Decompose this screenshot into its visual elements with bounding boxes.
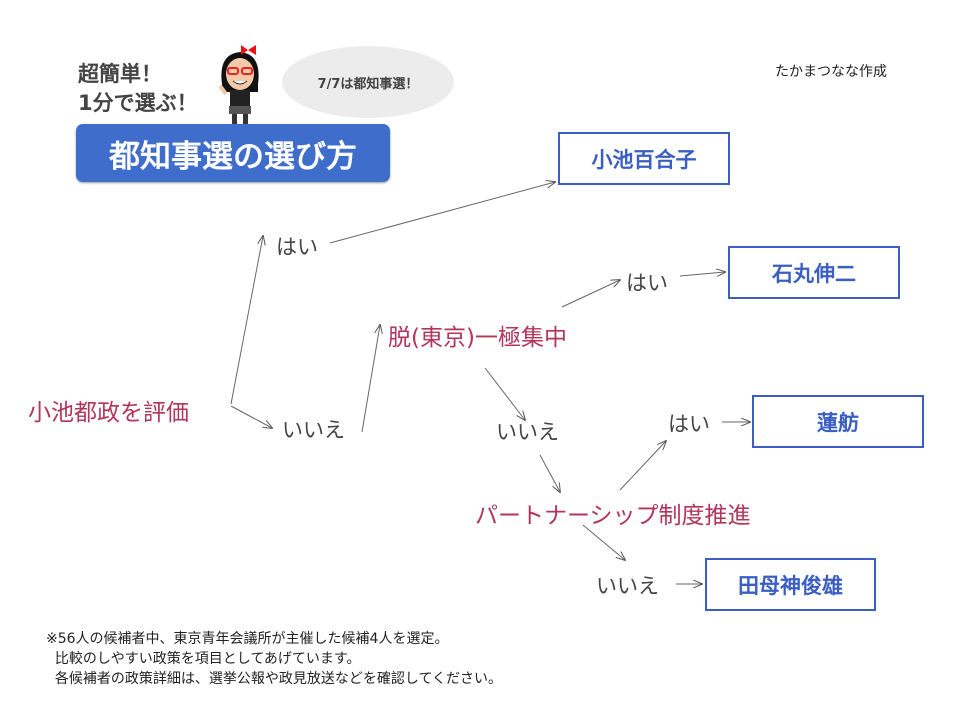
answer-q1-no: いいえ bbox=[282, 418, 345, 442]
arrow-to-q3 bbox=[539, 454, 560, 492]
answer-q3-no: いいえ bbox=[596, 574, 659, 598]
candidate-name: 石丸伸二 bbox=[772, 261, 856, 286]
footnote-line: ※56人の候補者中、東京青年会議所が主催した候補4人を選定。 bbox=[46, 631, 449, 647]
candidate-tamogami: 田母神俊雄 bbox=[705, 558, 876, 611]
arrow-to-q2 bbox=[361, 325, 380, 433]
candidate-name: 小池百合子 bbox=[591, 147, 697, 172]
author-credit: たかまつなな作成 bbox=[775, 64, 887, 80]
character-illustration bbox=[218, 45, 259, 126]
arrow-q2-no bbox=[484, 367, 525, 420]
question-koike-evaluation: 小池都政を評価 bbox=[28, 400, 189, 426]
footnote: ※56人の候補者中、東京青年会議所が主催した候補4人を選定。 比較のしやすい政策… bbox=[46, 629, 502, 689]
arrow-q3-yes bbox=[619, 441, 666, 491]
candidate-ishimaru: 石丸伸二 bbox=[728, 246, 900, 299]
speech-bubble: 7/7は都知事選！ bbox=[282, 46, 454, 118]
answer-q2-no: いいえ bbox=[496, 420, 559, 444]
answer-q1-yes: はい bbox=[276, 235, 318, 259]
arrow-q2-yes bbox=[561, 280, 620, 308]
answer-q3-yes: はい bbox=[668, 412, 710, 436]
question-partnership-system: パートナーシップ制度推進 bbox=[475, 503, 751, 529]
candidate-name: 蓮舫 bbox=[817, 410, 859, 435]
footnote-line: 各候補者の政策詳細は、選挙公報や政見放送などを確認してください。 bbox=[46, 671, 503, 687]
candidate-koike: 小池百合子 bbox=[558, 132, 730, 185]
speech-bubble-text: 7/7は都知事選！ bbox=[317, 76, 419, 92]
tagline-1: 超簡単！ bbox=[78, 62, 162, 86]
candidate-renho: 蓮舫 bbox=[752, 395, 924, 448]
question-decentralization: 脱(東京)一極集中 bbox=[388, 325, 567, 351]
arrow-q1-no bbox=[230, 405, 272, 428]
arrow-q1-yes bbox=[230, 236, 263, 405]
arrow-to-koike bbox=[329, 182, 555, 244]
arrow-to-ishimaru bbox=[679, 272, 725, 276]
tagline-2: 1分で選ぶ！ bbox=[78, 91, 198, 115]
arrow-q3-no bbox=[582, 524, 625, 560]
answer-q2-yes: はい bbox=[626, 271, 668, 295]
candidate-name: 田母神俊雄 bbox=[738, 573, 843, 598]
page-title: 都知事選の選び方 bbox=[76, 124, 390, 182]
footnote-line: 比較のしやすい政策を項目としてあげています。 bbox=[46, 651, 361, 667]
page-title-text: 都知事選の選び方 bbox=[109, 138, 357, 175]
